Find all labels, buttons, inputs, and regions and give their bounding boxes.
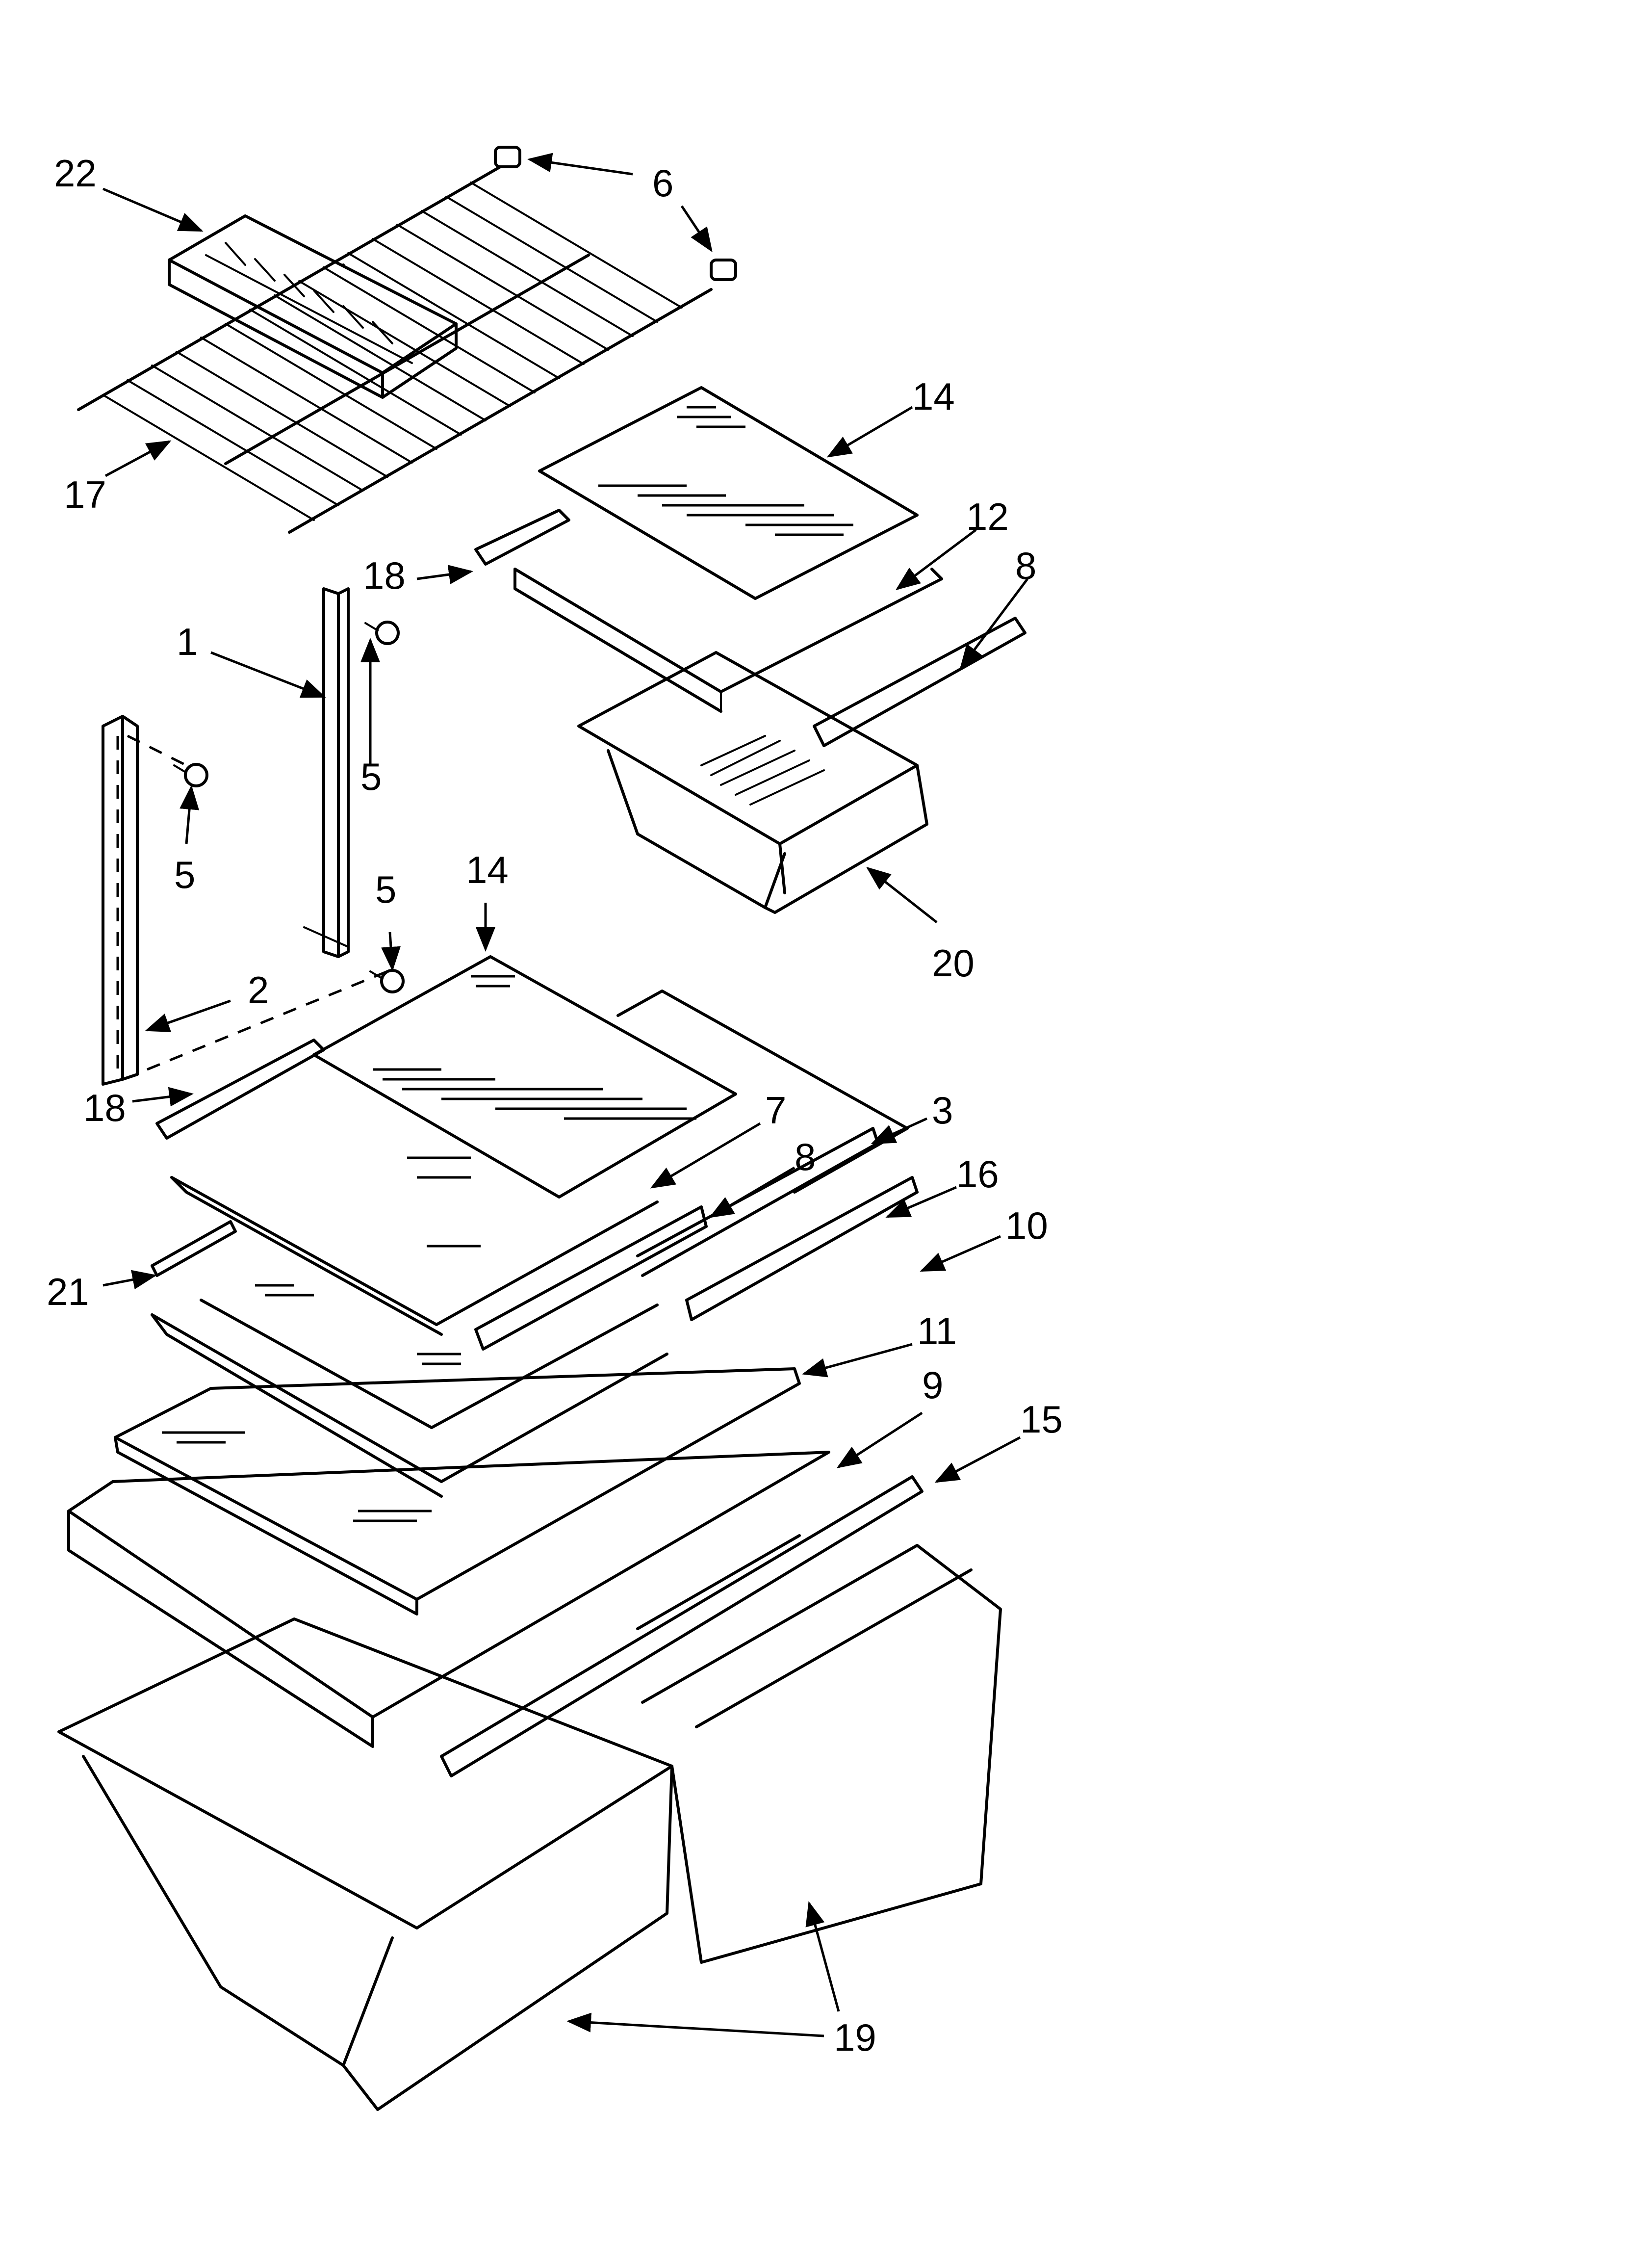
glass-shelf-middle [312,955,737,1199]
callout-14-middle: 14 [466,848,509,891]
wire-shelf [77,165,713,534]
crisper-drawers [57,1544,1002,2111]
callout-8-middle: 8 [795,1135,816,1178]
callout-22: 22 [54,152,97,195]
callout-12: 12 [966,495,1009,538]
callout-17: 17 [64,473,106,516]
callout-10: 10 [1005,1204,1048,1247]
deli-drawer [577,651,928,914]
callout-18-upper: 18 [363,554,406,597]
screws [173,621,405,993]
crisper-frame [67,1451,924,1777]
callout-19: 19 [834,2016,876,2059]
callout-9: 9 [922,1363,943,1407]
shelf-support-clips [494,146,737,281]
callout-16: 16 [956,1152,999,1196]
shelf-panel [616,990,909,1194]
callout-15: 15 [1020,1398,1063,1441]
callout-3: 3 [932,1089,953,1132]
callout-18-middle: 18 [83,1086,126,1129]
shelf-ladder-rails [102,587,388,1086]
callout-2: 2 [248,968,269,1012]
leader-lines [103,153,1028,2037]
callout-20: 20 [932,941,975,985]
middle-shelf-frames [151,1039,919,1498]
callout-labels: 22 6 17 14 12 18 8 1 5 5 5 20 14 2 18 7 … [47,152,1063,2059]
callout-5-left: 5 [174,853,195,896]
ice-cube-tray [168,214,458,399]
callout-6: 6 [652,161,673,205]
callout-11: 11 [917,1309,957,1353]
callout-8-upper: 8 [1015,544,1036,587]
upper-shelf-frame [474,509,1026,747]
callout-5-lower: 5 [375,868,396,911]
glass-shelf-upper [538,386,919,600]
callout-21: 21 [47,1270,89,1313]
callout-5-right: 5 [360,755,382,798]
callout-1: 1 [177,620,198,663]
callout-14-upper: 14 [912,375,955,418]
callout-7: 7 [765,1089,786,1132]
crisper-cover-glass [114,1367,801,1616]
